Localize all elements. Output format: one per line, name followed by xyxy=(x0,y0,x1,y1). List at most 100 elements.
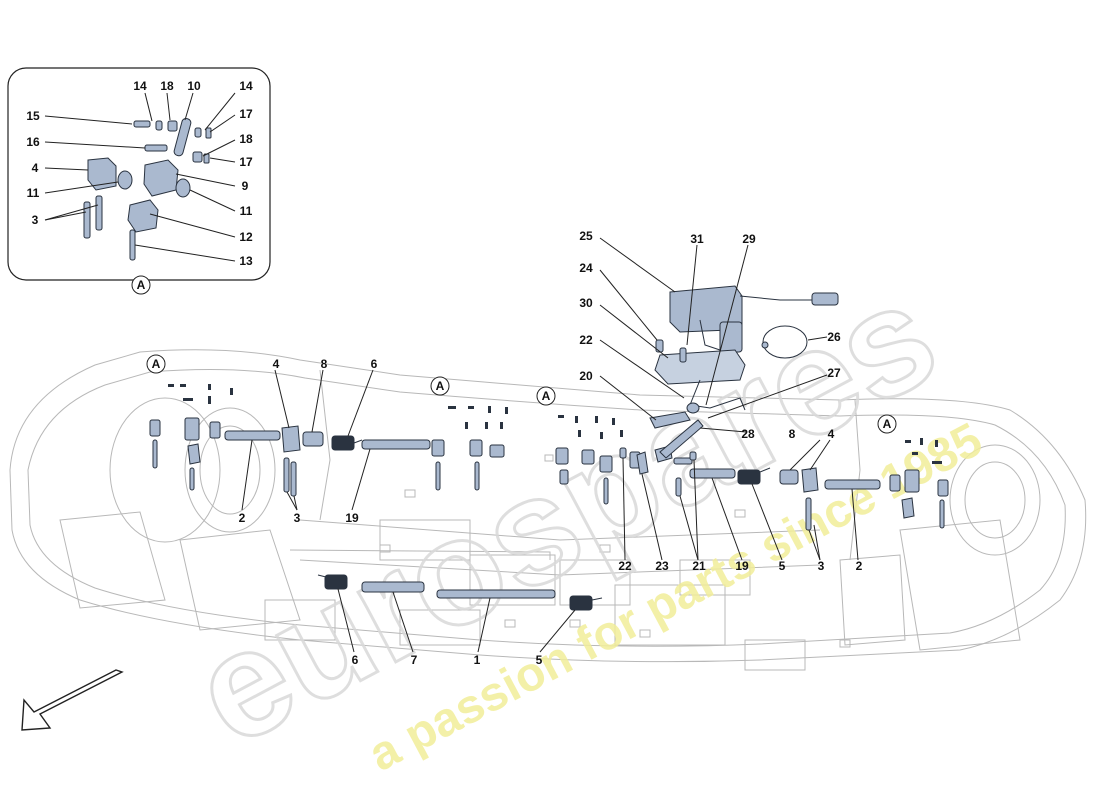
callout-20: 20 xyxy=(579,369,593,383)
bolt-part xyxy=(189,467,195,491)
detail-refs: A A A A xyxy=(146,354,897,434)
spacer-part xyxy=(779,469,799,485)
bracket-part xyxy=(889,474,901,492)
shaft-part xyxy=(361,581,425,593)
washer-part xyxy=(155,120,163,131)
bolt-part xyxy=(805,497,812,531)
callout-8: 8 xyxy=(321,357,328,371)
bolt-part xyxy=(290,461,297,497)
callout-6: 6 xyxy=(352,653,359,667)
shaft-part xyxy=(689,468,736,479)
rod-part xyxy=(129,229,136,261)
bolt-part xyxy=(559,469,569,485)
mounting-bracket-part xyxy=(654,349,746,385)
detail-ref-label: A xyxy=(137,278,146,292)
callout-2: 2 xyxy=(856,559,863,573)
callout-11: 11 xyxy=(27,186,40,200)
bracket-part xyxy=(599,455,613,473)
watermark: eurospares a passion for parts since 198… xyxy=(167,248,991,782)
detail-ref-a: A xyxy=(883,417,892,431)
leader-lines xyxy=(241,237,859,653)
torsion-spring-part xyxy=(317,574,348,590)
link-rod-part xyxy=(173,118,192,157)
bolt-part xyxy=(939,499,945,529)
bracket-part xyxy=(801,467,819,493)
bushing-part xyxy=(175,178,191,198)
lever-part xyxy=(143,159,179,197)
torsion-spring-part xyxy=(569,595,603,611)
callout-18: 18 xyxy=(239,132,253,146)
bolt-part xyxy=(675,477,682,497)
bush-part xyxy=(192,151,203,163)
callout-3: 3 xyxy=(294,511,301,525)
bracket-leg-part xyxy=(689,379,746,411)
link-arm-part xyxy=(659,419,704,459)
callout-25: 25 xyxy=(579,229,593,243)
callout-26: 26 xyxy=(827,330,841,344)
callout-3: 3 xyxy=(818,559,825,573)
lever-arm-part xyxy=(649,411,691,429)
callout-21: 21 xyxy=(692,559,706,573)
callout-19: 19 xyxy=(345,511,359,525)
bracket-part xyxy=(87,157,117,191)
fastener-markers xyxy=(168,384,942,464)
spacer-part xyxy=(302,431,324,447)
clamp-ring-part xyxy=(762,325,808,359)
bolt-part xyxy=(474,461,480,491)
screw-part xyxy=(655,339,664,353)
callout-14: 14 xyxy=(239,79,253,93)
pin-part xyxy=(144,144,168,152)
callout-11: 11 xyxy=(240,204,253,218)
callout-8: 8 xyxy=(789,427,796,441)
lever-part xyxy=(636,451,649,475)
callout-18: 18 xyxy=(160,79,174,93)
shaft-part xyxy=(824,479,881,490)
bolt-part xyxy=(95,195,103,231)
callout-28: 28 xyxy=(741,427,755,441)
bracket-part xyxy=(904,469,920,493)
callout-16: 16 xyxy=(26,135,40,149)
callout-19: 19 xyxy=(735,559,749,573)
highlighted-parts xyxy=(149,285,949,611)
actuator-connector-part xyxy=(719,321,743,353)
shaft-part xyxy=(224,430,281,441)
callout-2: 2 xyxy=(239,511,246,525)
block-part xyxy=(187,443,201,465)
torsion-spring-part xyxy=(737,467,771,485)
callout-22: 22 xyxy=(618,559,632,573)
callout-17: 17 xyxy=(239,155,253,169)
bolt-part xyxy=(435,461,441,491)
bracket-part xyxy=(209,421,221,439)
callout-31: 31 xyxy=(690,232,704,246)
direction-arrow-icon xyxy=(21,669,124,731)
callout-17: 17 xyxy=(239,107,253,121)
clip-part xyxy=(205,127,212,139)
callout-5: 5 xyxy=(779,559,786,573)
callout-12: 12 xyxy=(239,230,253,244)
callout-13: 13 xyxy=(239,254,253,268)
bushing-part xyxy=(686,402,700,414)
frame-line-art xyxy=(9,349,1087,671)
detail-ref-a: A xyxy=(152,357,161,371)
pin-part xyxy=(689,451,697,461)
bolt-part xyxy=(83,201,91,239)
block-part xyxy=(901,497,915,519)
bolt-part xyxy=(152,439,158,469)
shaft-part xyxy=(361,439,431,450)
bracket-part xyxy=(149,419,161,437)
bracket-part xyxy=(281,425,301,453)
bush-part xyxy=(167,120,178,132)
callout-10: 10 xyxy=(187,79,201,93)
callout-27: 27 xyxy=(827,366,841,380)
detail-a-inset: A 14 18 10 14 17 15 16 18 17 4 9 11 11 3… xyxy=(7,67,271,295)
bracket-part xyxy=(431,439,445,457)
bushing-part xyxy=(117,170,133,190)
torsion-spring-part xyxy=(331,435,363,451)
bracket-part xyxy=(937,479,949,497)
detail-ref-a: A xyxy=(542,389,551,403)
washer-part xyxy=(194,127,202,138)
callout-3: 3 xyxy=(32,213,39,227)
bolt-part xyxy=(283,457,290,493)
callout-labels: 25 31 29 24 30 26 22 27 20 28 4 8 6 8 4 … xyxy=(239,229,863,667)
